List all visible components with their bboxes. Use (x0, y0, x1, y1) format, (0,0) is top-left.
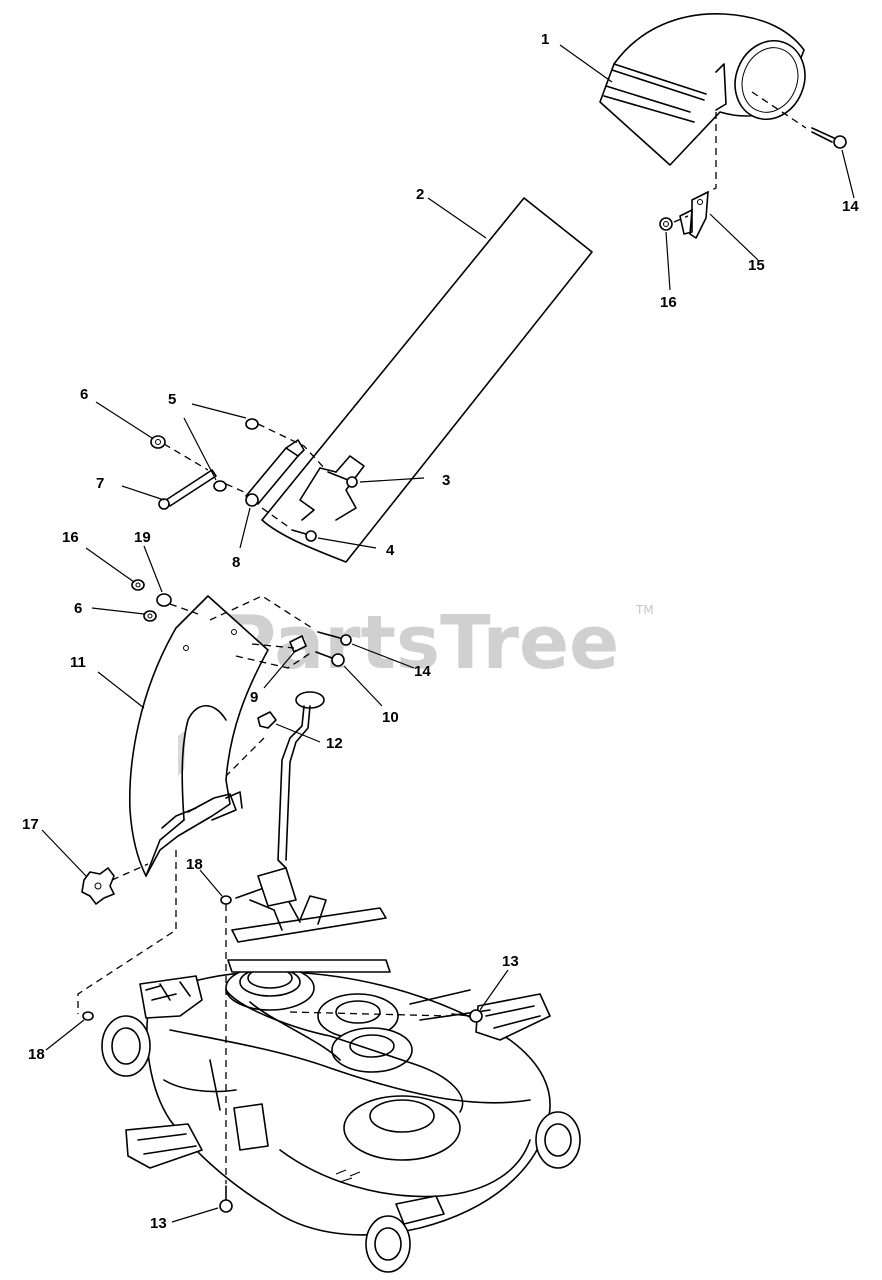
dash-5-8 (225, 483, 245, 493)
dash-11-10 (235, 651, 313, 669)
part-13-bolt-bottom (219, 1185, 233, 1213)
callout-7: 7 (96, 475, 104, 492)
watermark-text: PartsTree (222, 600, 619, 686)
dash-16-15 (673, 215, 689, 223)
dash-8-4 (261, 507, 291, 529)
dash-5-tube (257, 423, 327, 471)
callout-16-top: 16 (660, 294, 677, 311)
part-18-bolt-upper (220, 895, 232, 905)
leader-lines (41, 44, 855, 1223)
callout-13-bottom: 13 (150, 1215, 167, 1232)
dash-1-15 (699, 112, 717, 197)
callout-10: 10 (382, 709, 399, 726)
part-12-control-rod (277, 691, 325, 869)
part-4-screw (291, 529, 317, 542)
callout-11: 11 (70, 654, 86, 671)
callout-17: 17 (22, 816, 39, 833)
callout-13-right: 13 (502, 953, 519, 970)
part-5-washers (213, 418, 259, 492)
callout-3: 3 (442, 472, 450, 489)
callout-19: 19 (134, 529, 151, 546)
part-16-nut-top (659, 217, 673, 231)
part-16-nut-lower (131, 579, 145, 591)
mower-deck (101, 867, 581, 1273)
callout-14-middle: 14 (414, 663, 431, 680)
part-1-elbow (599, 13, 806, 166)
part-6-nut-lower (143, 610, 157, 622)
part-15-bracket (679, 191, 709, 239)
watermark-trademark: TM (635, 603, 654, 617)
part-14-bolt-top (811, 127, 847, 149)
callout-6-lower: 6 (74, 600, 82, 617)
part-13-bolt-right (451, 1009, 483, 1023)
dash-11-18 (77, 850, 177, 1014)
callout-18-lower: 18 (28, 1046, 45, 1063)
callout-12: 12 (326, 735, 343, 752)
callout-numbers: 1 2 3 4 5 6 6 7 8 9 10 11 12 13 13 14 14… (22, 31, 859, 1232)
part-12-clip (257, 711, 277, 729)
dash-12-11 (225, 737, 265, 777)
callout-5: 5 (168, 391, 176, 408)
dash-19-11 (169, 603, 199, 615)
part-6-nut-upper (150, 435, 166, 449)
part-8-hinge-bracket (245, 439, 305, 507)
part-14-bolt-middle (317, 631, 352, 646)
callout-2: 2 (416, 186, 424, 203)
part-7-pin (158, 469, 217, 510)
callout-1: 1 (541, 31, 549, 48)
part-17-knob (81, 867, 115, 905)
part-10-bolt (315, 651, 345, 667)
callout-8: 8 (232, 554, 240, 571)
callout-9: 9 (250, 689, 258, 706)
part-11-lower-chute (128, 595, 269, 877)
part-3-screw (327, 471, 358, 488)
callout-4: 4 (386, 542, 395, 559)
dash-11-14 (209, 595, 313, 629)
dash-1-14 (751, 91, 807, 129)
part-2-chute-tube (261, 197, 593, 563)
dash-deck-13 (289, 1011, 451, 1017)
callout-14-top: 14 (842, 198, 859, 215)
callout-6-upper: 6 (80, 386, 88, 403)
callout-15: 15 (748, 257, 765, 274)
callout-18-upper: 18 (186, 856, 203, 873)
dash-6-7 (163, 443, 209, 471)
part-18-bolt-lower (82, 1011, 94, 1021)
dash-17-11 (111, 863, 149, 881)
callout-16-lower: 16 (62, 529, 79, 546)
part-19-spacer (156, 593, 172, 607)
